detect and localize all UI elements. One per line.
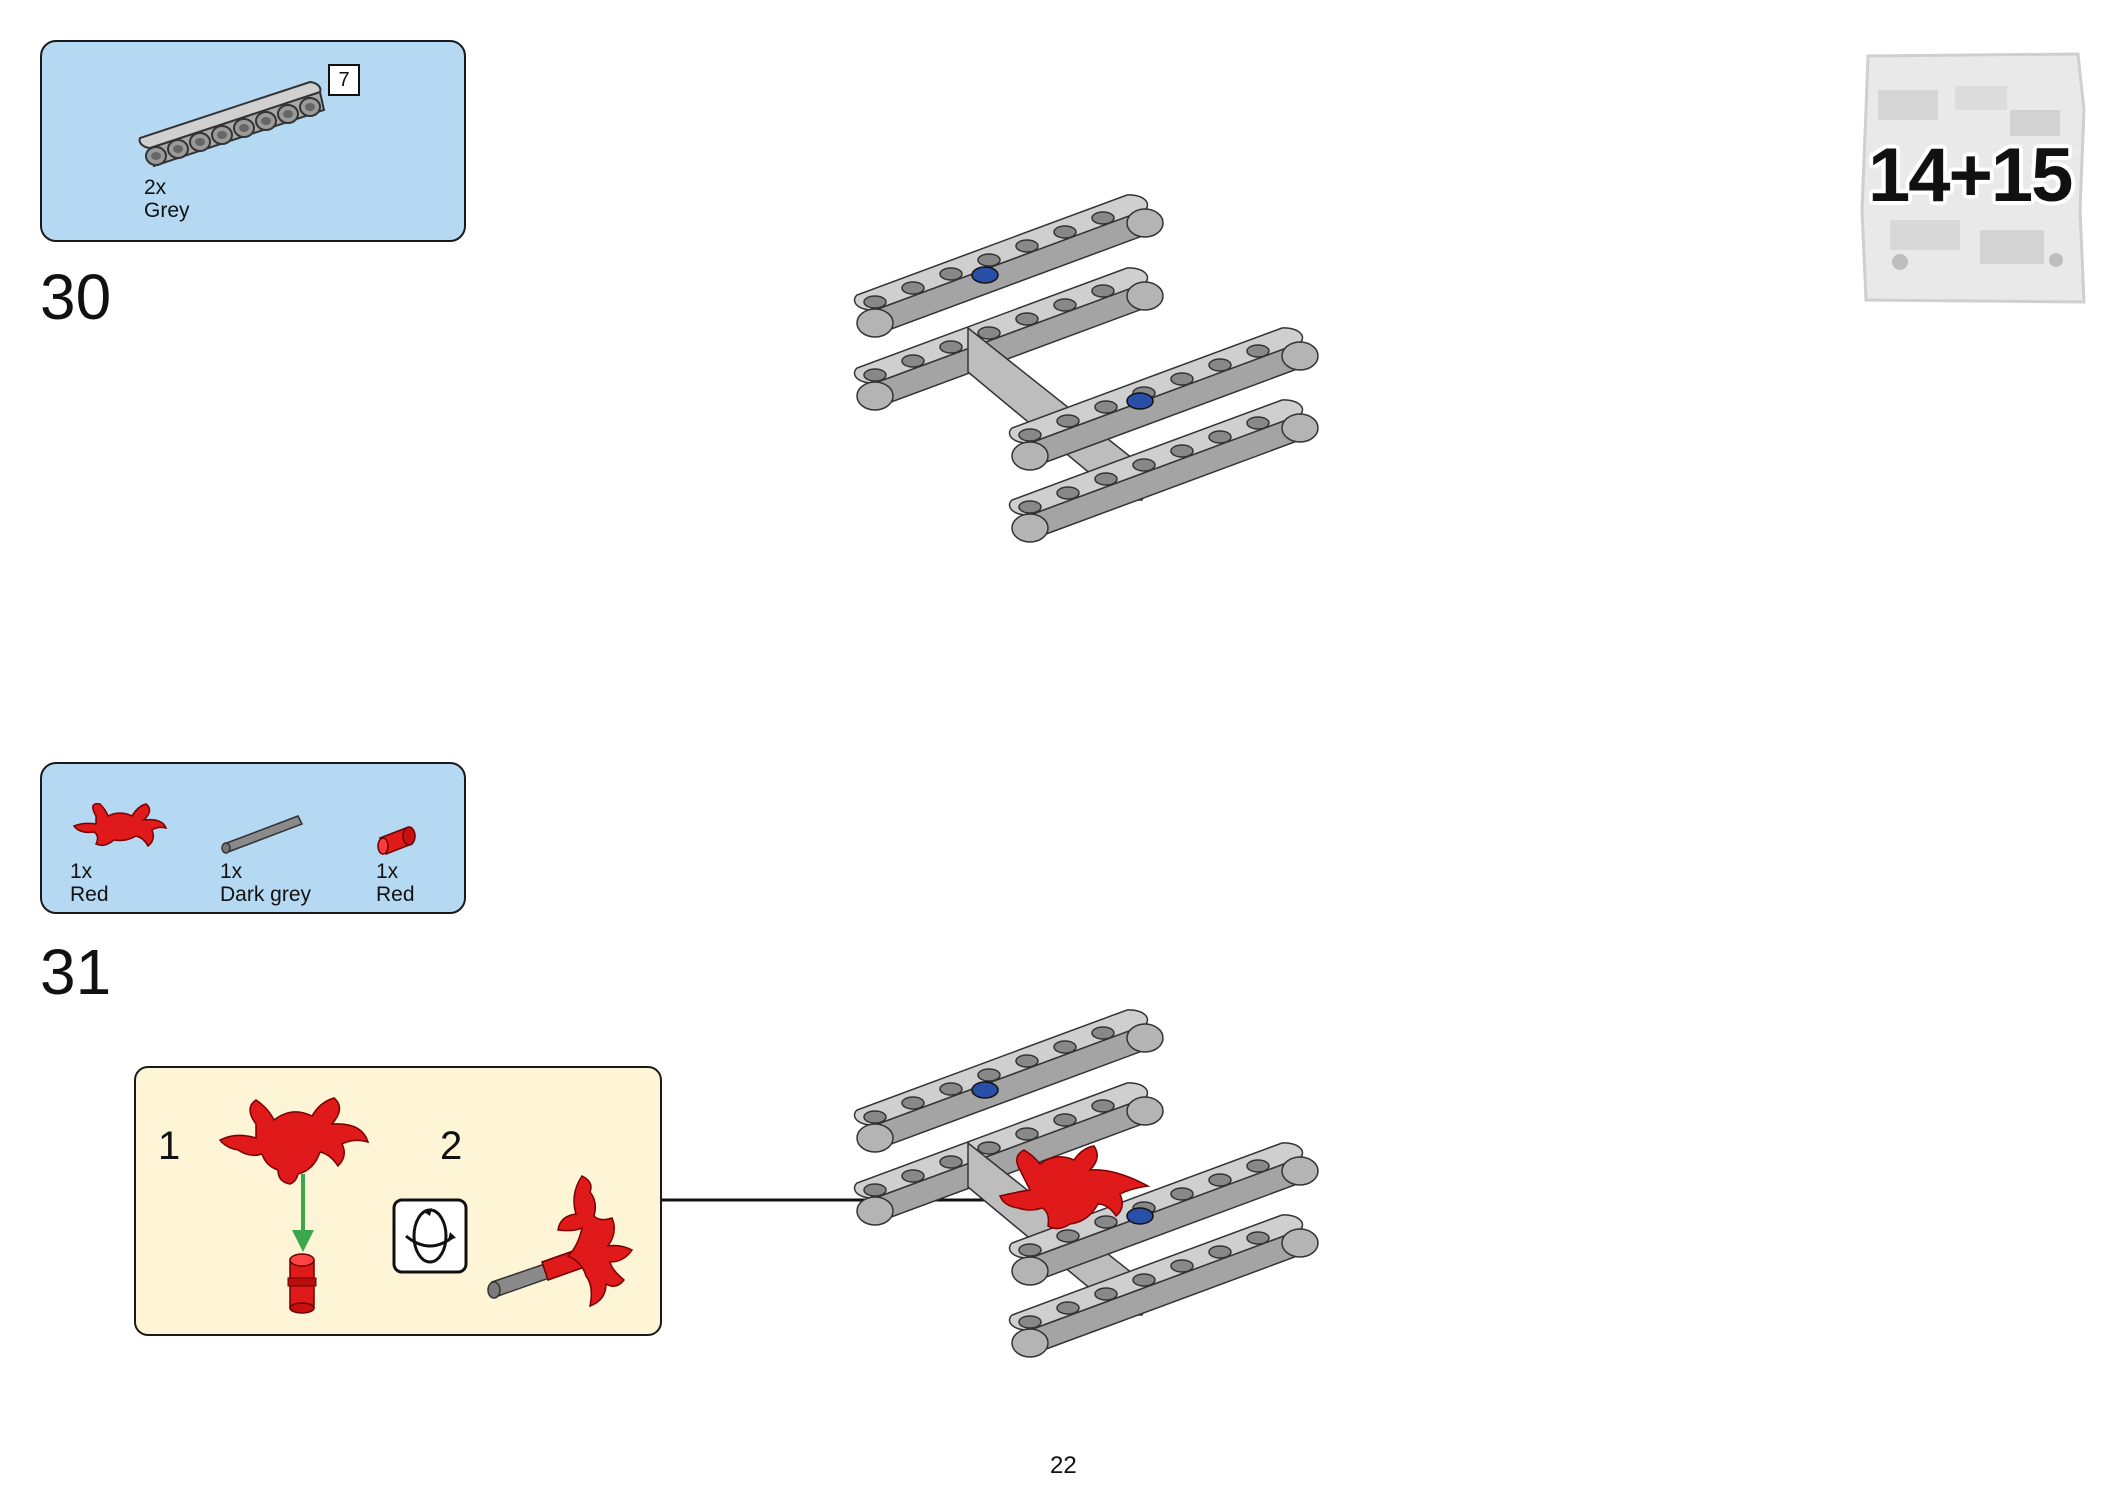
page-number: 22 [1050, 1452, 1077, 1479]
step-number-31: 31 [40, 936, 112, 1008]
substep-number-2: 2 [440, 1124, 463, 1168]
crab-on-axle-image [487, 1175, 634, 1308]
part-label-red-pin: 1x Red [376, 860, 415, 906]
substep-number-1: 1 [158, 1124, 181, 1168]
beam-icon [138, 80, 326, 168]
step-30-assembly-image [853, 194, 1319, 543]
part-color: Red [376, 883, 415, 906]
parts-list-step-31: 1x Red 1x Dark grey 1x Red [40, 762, 466, 914]
arrow-icon [292, 1174, 314, 1252]
step-number-30: 30 [40, 261, 112, 333]
crab-icon [218, 1097, 370, 1185]
step-31-assembly-image [853, 1009, 1319, 1358]
part-qty: 1x [376, 860, 399, 883]
pin-icon [287, 1253, 317, 1314]
subassembly-callout: 1 2 [134, 1066, 662, 1336]
rotate-icon [392, 1198, 468, 1274]
bag-icon [1860, 52, 2086, 304]
pin-icon [377, 826, 416, 855]
parts-list-step-30: 7 2x Grey [40, 40, 466, 242]
part-label-red-crab: 1x Red [70, 860, 109, 906]
part-qty: 1x [220, 860, 243, 883]
part-qty: 1x [70, 860, 93, 883]
part-color: Dark grey [220, 883, 312, 906]
part-color: Grey [144, 199, 190, 222]
length-badge: 7 [328, 64, 360, 96]
bag-number: 14+15 [1868, 133, 2073, 218]
part-label-grey-beam: 2x Grey [144, 176, 190, 222]
axle-icon [221, 815, 304, 854]
part-color: Red [70, 883, 109, 906]
crab-icon [72, 803, 168, 848]
part-label-dark-grey-axle: 1x Dark grey [220, 860, 311, 906]
part-qty: 2x [144, 176, 167, 199]
